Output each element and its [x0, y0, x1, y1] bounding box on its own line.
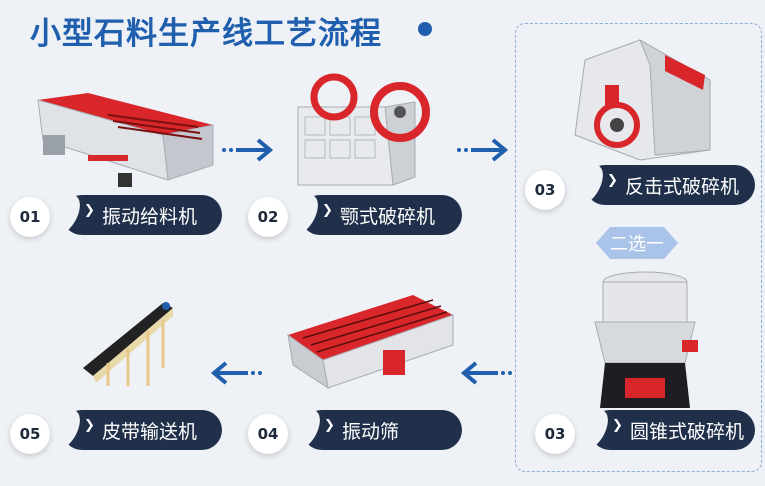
step-label-text: 圆锥式破碎机	[630, 420, 745, 443]
step-number: 02	[248, 197, 288, 237]
belt-conveyor-image	[83, 302, 173, 386]
step-label-vibrating-feeder: ❯ 振动给料机	[62, 195, 222, 235]
arrow-right-2-icon	[457, 138, 509, 162]
alternative-badge: 二选一	[596, 227, 678, 259]
impact-crusher-image	[574, 38, 711, 161]
step-label-jaw-crusher: ❯ 颚式破碎机	[300, 195, 462, 235]
chevron-right-icon: ❯	[612, 418, 623, 433]
page-title: 小型石料生产线工艺流程	[30, 16, 382, 52]
chevron-right-icon: ❯	[322, 203, 333, 218]
alternative-group-frame	[515, 23, 762, 472]
step-number: 05	[10, 414, 50, 454]
chevron-right-icon: ❯	[84, 418, 95, 433]
step-number: 04	[248, 414, 288, 454]
step-label-text: 颚式破碎机	[340, 205, 436, 228]
chevron-right-icon: ❯	[84, 203, 95, 218]
chevron-right-icon: ❯	[607, 173, 618, 188]
step-label-text: 振动筛	[342, 420, 400, 443]
step-number: 03	[535, 414, 575, 454]
step-label-vibrating-screen: ❯ 振动筛	[302, 410, 462, 450]
arrow-left-1-icon	[460, 361, 512, 385]
jaw-crusher-image	[297, 73, 430, 186]
cone-crusher-image	[594, 271, 698, 408]
step-label-impact-crusher: ❯ 反击式破碎机	[585, 165, 755, 205]
vibrating-screen-image	[287, 295, 454, 390]
step-label-text: 皮带输送机	[102, 420, 198, 443]
step-label-belt-conveyor: ❯ 皮带输送机	[62, 410, 222, 450]
step-label-cone-crusher: ❯ 圆锥式破碎机	[590, 410, 755, 450]
step-number: 03	[525, 170, 565, 210]
arrow-right-1-icon	[222, 138, 274, 162]
step-number: 01	[10, 197, 50, 237]
step-label-text: 振动给料机	[102, 205, 198, 228]
vibrating-feeder-image	[37, 93, 214, 187]
title-dot	[418, 22, 432, 36]
arrow-left-2-icon	[210, 361, 262, 385]
alternative-label: 二选一	[610, 234, 664, 255]
chevron-right-icon: ❯	[324, 418, 335, 433]
step-label-text: 反击式破碎机	[625, 175, 740, 198]
